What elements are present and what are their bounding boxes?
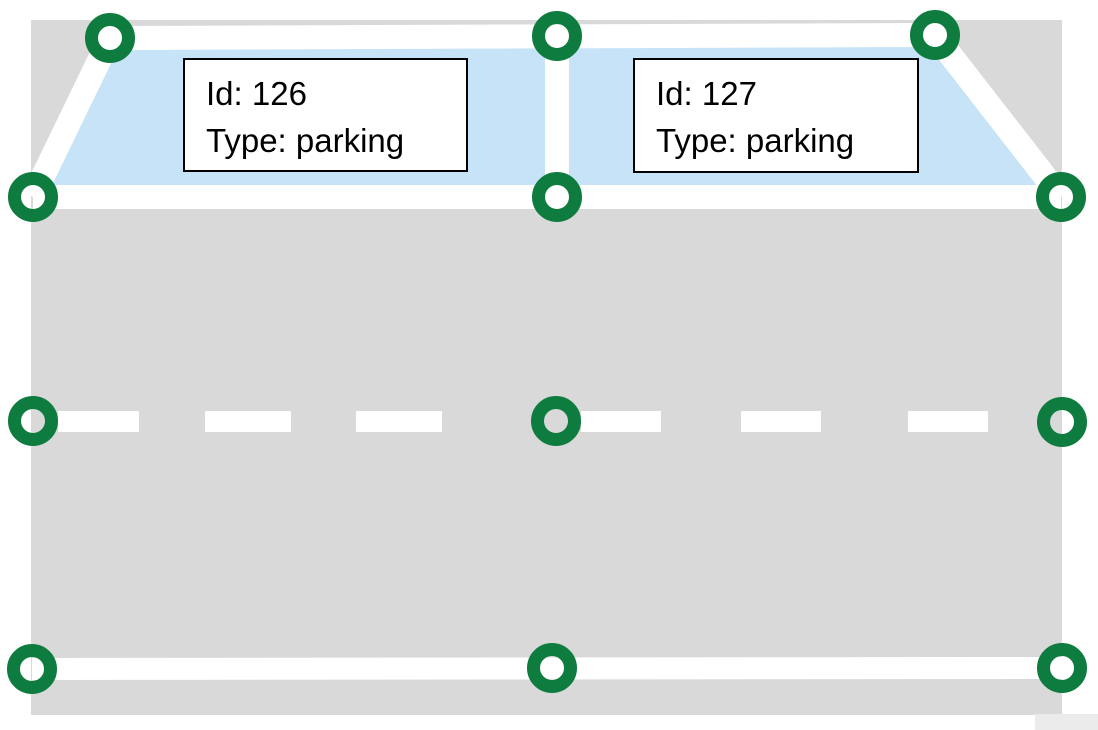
center-dashed-line[interactable] — [58, 411, 988, 432]
map-node[interactable] — [8, 396, 58, 446]
center-line-dash — [741, 411, 821, 432]
parking-id-text: Id: 127 — [656, 75, 757, 112]
center-line-dash — [205, 411, 291, 432]
center-line-dash — [581, 411, 661, 432]
map-node[interactable] — [1037, 643, 1087, 693]
parking-type-text: Type: parking — [206, 122, 405, 159]
bottom-boundary-line[interactable] — [31, 657, 1063, 680]
corner-patch — [1035, 714, 1098, 730]
map-node[interactable] — [532, 11, 582, 61]
parking-id-text: Id: 126 — [206, 75, 307, 112]
outer-boundary-line[interactable] — [22, 22, 1071, 205]
map-node[interactable] — [527, 643, 577, 693]
center-line-dash — [356, 411, 442, 432]
map-node[interactable] — [85, 13, 135, 63]
map-node[interactable] — [532, 172, 582, 222]
parking-type-text: Type: parking — [656, 122, 855, 159]
map-node[interactable] — [1036, 172, 1086, 222]
parking-label-127: Id: 127 Type: parking — [633, 58, 919, 173]
parking-label-126: Id: 126 Type: parking — [183, 58, 468, 172]
map-node[interactable] — [910, 10, 960, 60]
map-node[interactable] — [531, 396, 581, 446]
nodes-layer — [7, 10, 1087, 694]
map-node[interactable] — [1037, 397, 1087, 447]
center-line-dash — [58, 411, 139, 432]
map-node[interactable] — [7, 644, 57, 694]
center-line-dash — [908, 411, 988, 432]
map-node[interactable] — [8, 172, 58, 222]
